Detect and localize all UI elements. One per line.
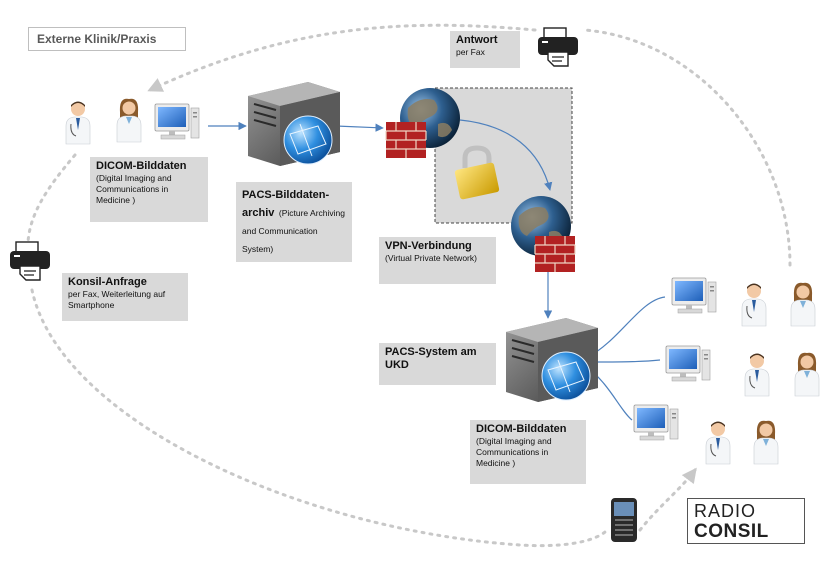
dashed-flow-top-left	[147, 23, 537, 92]
doctor-male-icon	[65, 101, 91, 145]
pacs-ukd-label: PACS-System am UKD	[379, 343, 496, 385]
dicom-bottom-sub: (Digital Imaging and Communications in M…	[476, 436, 552, 468]
link-ukd-to-pc2	[587, 359, 661, 363]
doctor-female-icon	[753, 420, 779, 465]
firewall-icon	[385, 121, 427, 159]
pacs-ukd-server-icon	[505, 317, 599, 403]
doctor-male-icon	[705, 421, 731, 465]
vpn-sub: (Virtual Private Network)	[385, 253, 477, 263]
dicom-top-label: DICOM-Bilddaten (Digital Imaging and Com…	[90, 157, 208, 222]
doctor-female-icon	[790, 282, 816, 327]
arrow-pacs-to-vpn	[335, 123, 384, 132]
logo-line1: RADIO	[694, 501, 757, 521]
arrow-vpn-tunnel	[459, 119, 553, 191]
smartphone-icon	[611, 498, 637, 542]
doctor-female-icon	[116, 98, 142, 143]
pacs-archive-title: PACS-Bilddaten-archiv	[242, 189, 330, 219]
link-ukd-to-pc1	[587, 296, 666, 358]
fax-printer-icon	[537, 27, 579, 67]
dashed-flow-bottom	[30, 288, 607, 548]
doctor-female-icon	[794, 352, 820, 397]
firewall-icon	[534, 235, 576, 273]
dashed-flow-bottom-right	[638, 467, 697, 532]
computer-icon	[671, 277, 717, 314]
external-clinic-label: Externe Klinik/Praxis	[28, 27, 186, 51]
antwort-label: Antwort per Fax	[450, 31, 520, 68]
pacs-archive-sub: (Picture Archiving and Communication Sys…	[242, 208, 346, 254]
dicom-bottom-title: DICOM-Bilddaten	[476, 423, 567, 435]
computer-icon	[633, 404, 679, 441]
dicom-bottom-label: DICOM-Bilddaten (Digital Imaging and Com…	[470, 420, 586, 484]
konsil-label: Konsil-Anfrage per Fax, Weiterleitung au…	[62, 273, 188, 321]
pacs-archive-server-icon	[247, 81, 341, 167]
vpn-label: VPN-Verbindung (Virtual Private Network)	[379, 237, 496, 284]
pacs-ukd-title: PACS-System am UKD	[385, 346, 477, 371]
dashed-flow-left-upper	[26, 153, 77, 244]
konsil-sub: per Fax, Weiterleitung auf Smartphone	[68, 289, 166, 310]
doctor-male-icon	[744, 353, 770, 397]
computer-icon	[665, 345, 711, 382]
antwort-sub: per Fax	[456, 47, 485, 57]
dicom-top-sub: (Digital Imaging and Communications in M…	[96, 173, 172, 205]
logo-line2: CONSIL	[694, 521, 769, 542]
padlock-icon	[454, 145, 500, 200]
dicom-top-title: DICOM-Bilddaten	[96, 160, 187, 172]
doctor-male-icon	[741, 283, 767, 327]
radioconsil-logo: RADIO CONSIL	[687, 498, 805, 544]
fax-printer-icon	[9, 241, 51, 281]
antwort-title: Antwort	[456, 34, 498, 46]
pacs-archive-label: PACS-Bilddaten-archiv (Picture Archiving…	[236, 182, 352, 262]
dashed-flow-top-right	[583, 28, 792, 267]
vpn-title: VPN-Verbindung	[385, 240, 472, 252]
konsil-title: Konsil-Anfrage	[68, 276, 147, 288]
computer-icon	[154, 103, 200, 140]
